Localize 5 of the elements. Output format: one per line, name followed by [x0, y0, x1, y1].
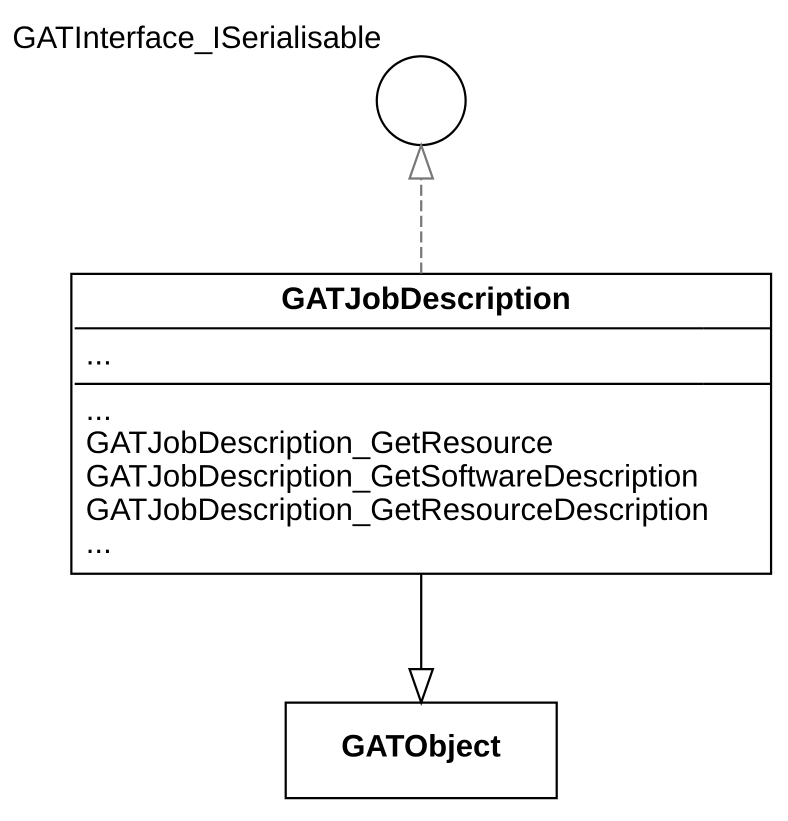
node-label: GATInterface_ISerialisable	[12, 20, 382, 55]
arrow	[408, 142, 434, 274]
node-circle	[376, 55, 467, 146]
node-box: GATObject	[284, 702, 558, 800]
arrow	[408, 574, 434, 706]
